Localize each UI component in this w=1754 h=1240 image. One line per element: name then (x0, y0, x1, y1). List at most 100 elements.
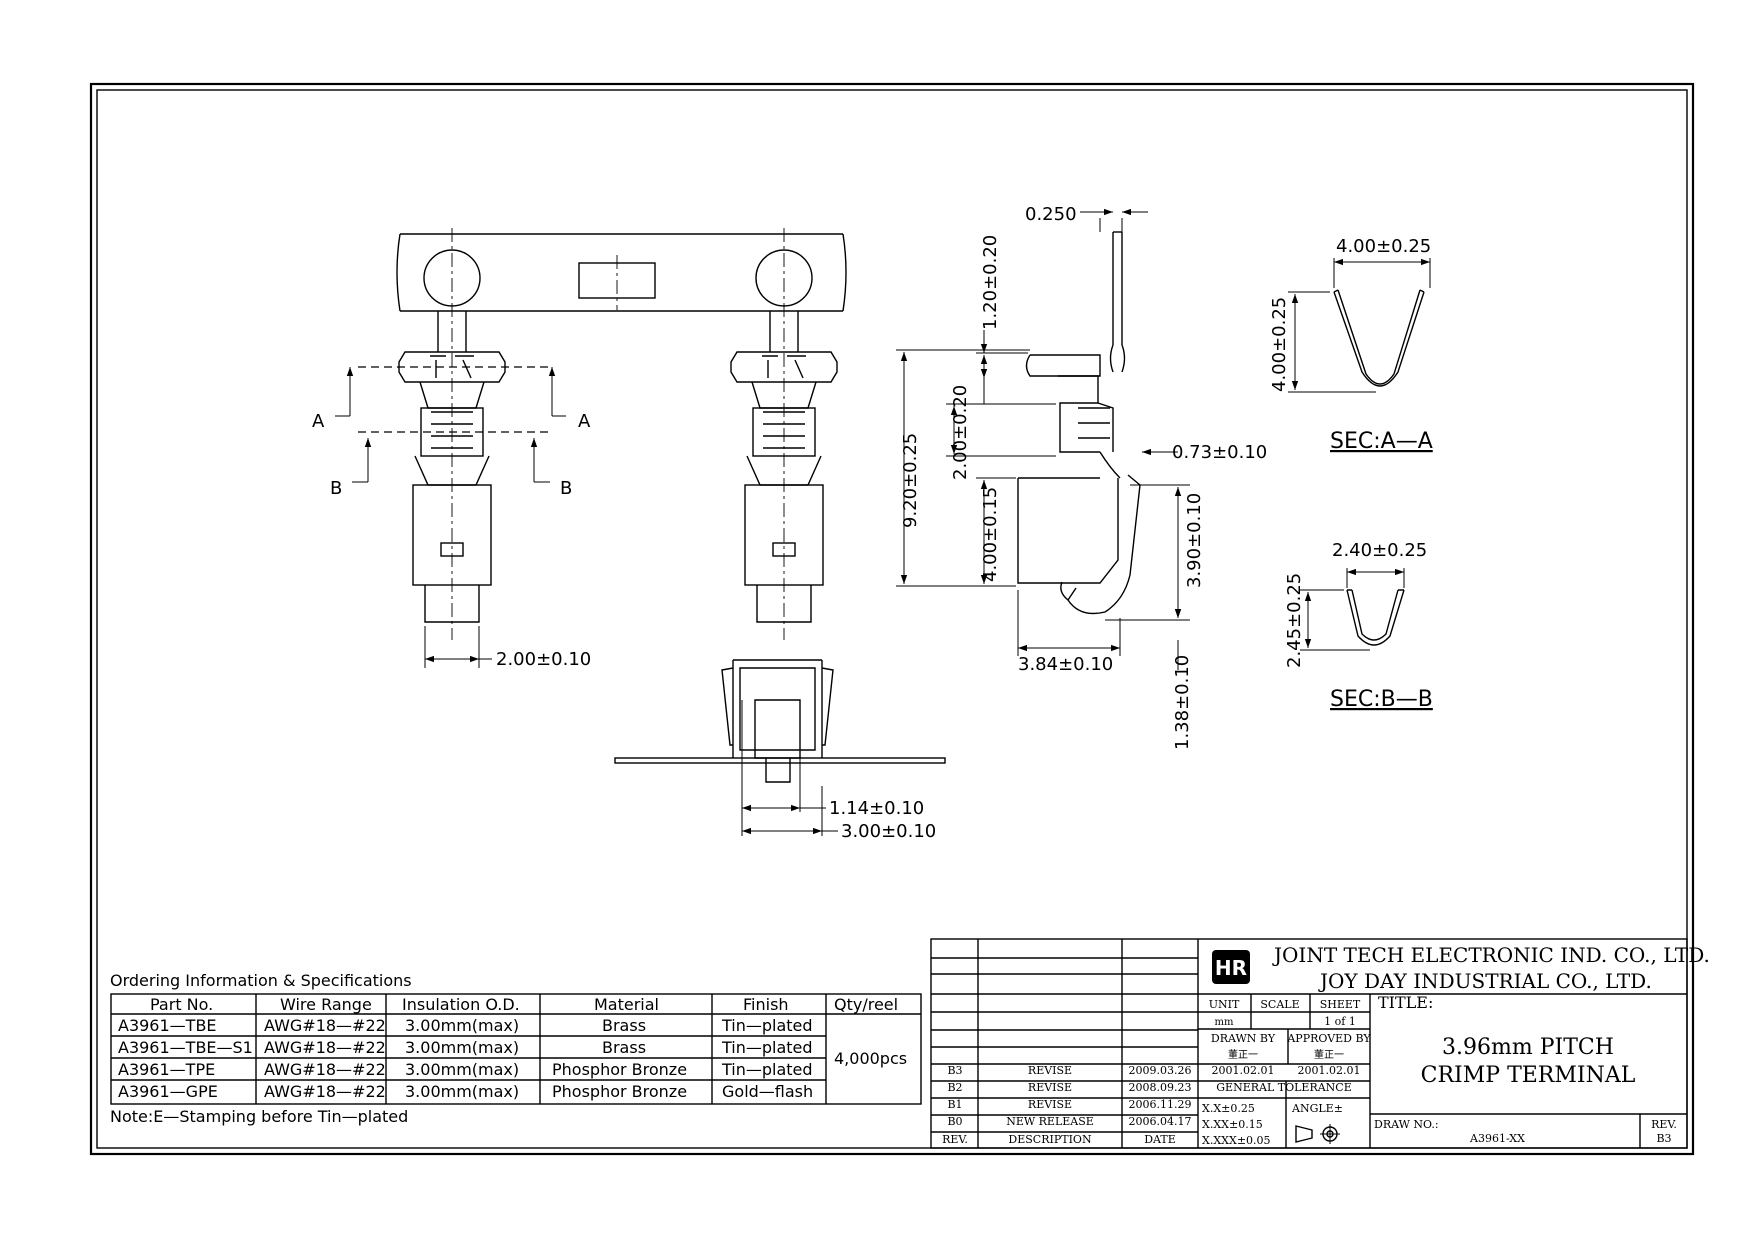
title-line-2: CRIMP TERMINAL (1421, 1063, 1636, 1088)
dim-side-width: 3.84±0.10 (1018, 654, 1113, 675)
dim-front-width: 2.00±0.10 (496, 649, 591, 670)
row-2-ins: 3.00mm(max) (405, 1038, 519, 1057)
unit-value: mm (1215, 1017, 1234, 1028)
desc-header: DESCRIPTION (1008, 1133, 1092, 1146)
row-2-part: A3961—TBE—S1 (118, 1038, 253, 1057)
section-b-view: 2.40±0.25 2.45±0.25 SEC:B—B (1284, 540, 1433, 712)
row-2-fin: Tin—plated (721, 1038, 813, 1057)
col-material: Material (594, 995, 659, 1014)
qty-value: 4,000pcs (834, 1049, 907, 1068)
row-4-mat: Phosphor Bronze (552, 1082, 687, 1101)
front-view: A A B B 2.00±0.10 (312, 228, 847, 670)
rev-b2-date: 2008.09.23 (1129, 1081, 1192, 1094)
dim-bottom-outer: 3.00±0.10 (841, 821, 936, 842)
row-4-wire: AWG#18—#22 (264, 1082, 386, 1101)
dim-mid-height: 2.00±0.20 (950, 385, 971, 480)
dim-top-height: 1.20±0.20 (980, 235, 1001, 330)
sec-a-width: 4.00±0.25 (1336, 236, 1431, 257)
draw-no-label: DRAW NO.: (1374, 1118, 1439, 1131)
angle-label: ANGLE± (1291, 1102, 1343, 1115)
tolerance-3: X.XXX±0.05 (1202, 1134, 1271, 1147)
row-1-wire: AWG#18—#22 (264, 1016, 386, 1035)
general-tolerance-label: GENERAL TOLERANCE (1216, 1081, 1352, 1094)
dim-tab-thickness: 0.250 (1025, 204, 1077, 225)
row-2-mat: Brass (602, 1038, 646, 1057)
rev-b2: B2 (947, 1081, 962, 1094)
row-3-ins: 3.00mm(max) (405, 1060, 519, 1079)
tolerance-2: X.XX±0.15 (1202, 1118, 1263, 1131)
col-insulation: Insulation O.D. (402, 995, 520, 1014)
draw-no-value: A3961-XX (1469, 1132, 1525, 1145)
company-name-1: JOINT TECH ELECTRONIC IND. CO., LTD. (1272, 943, 1710, 967)
dim-bottom-inner: 1.14±0.10 (829, 798, 924, 819)
section-b-label-left: B (330, 478, 342, 499)
rev-b0-date: 2006.04.17 (1129, 1115, 1192, 1128)
title-line-1: 3.96mm PITCH (1442, 1035, 1614, 1060)
dim-gap: 0.73±0.10 (1172, 442, 1267, 463)
drawn-by-label: DRAWN BY (1211, 1032, 1276, 1045)
title-label: TITLE: (1378, 993, 1433, 1012)
rev-b3-date: 2009.03.26 (1129, 1064, 1192, 1077)
rev-b1: B1 (947, 1098, 962, 1111)
sheet-value: 1 of 1 (1324, 1015, 1356, 1028)
row-1-ins: 3.00mm(max) (405, 1016, 519, 1035)
col-qty: Qty/reel (834, 995, 898, 1014)
rev-label: REV. (1651, 1118, 1677, 1131)
rev-b3-desc: REVISE (1028, 1064, 1072, 1077)
tolerance-1: X.X±0.25 (1202, 1102, 1255, 1115)
row-4-fin: Gold—flash (722, 1082, 813, 1101)
row-4-ins: 3.00mm(max) (405, 1082, 519, 1101)
approved-by-value: 董正一 (1314, 1048, 1344, 1061)
sec-a-height: 4.00±0.25 (1269, 297, 1290, 392)
col-wire-range: Wire Range (280, 995, 372, 1014)
dim-right-height: 3.90±0.10 (1184, 493, 1205, 588)
rev-value: B3 (1656, 1132, 1671, 1145)
bottom-view: 1.14±0.10 3.00±0.10 (614, 659, 946, 842)
rev-b1-date: 2006.11.29 (1129, 1098, 1192, 1111)
approved-date: 2001.02.01 (1298, 1064, 1361, 1077)
svg-text:HR: HR (1215, 956, 1247, 980)
row-3-wire: AWG#18—#22 (264, 1060, 386, 1079)
dim-total-height: 9.20±0.25 (900, 433, 921, 528)
title-block: B3 REVISE 2009.03.26 B2 REVISE 2008.09.2… (930, 938, 1710, 1149)
outer-border (89, 82, 1695, 1156)
ordering-table: Ordering Information & Specifications Pa… (110, 971, 922, 1126)
col-finish: Finish (743, 995, 789, 1014)
terminal-front-2 (730, 311, 838, 623)
section-a-view: 4.00±0.25 4.00±0.25 SEC:A—A (1269, 236, 1433, 454)
rev-b3: B3 (947, 1064, 962, 1077)
rev-b0-desc: NEW RELEASE (1006, 1115, 1094, 1128)
rev-header: REV. (942, 1133, 968, 1146)
row-4-part: A3961—GPE (118, 1082, 218, 1101)
section-a-label-left: A (312, 411, 325, 432)
drawn-by-value: 董正一 (1228, 1048, 1258, 1061)
row-3-mat: Phosphor Bronze (552, 1060, 687, 1079)
company-logo-icon: HR (1212, 950, 1250, 984)
row-3-fin: Tin—plated (721, 1060, 813, 1079)
row-1-part: A3961—TBE (118, 1016, 217, 1035)
col-part-no: Part No. (150, 995, 213, 1014)
row-1-mat: Brass (602, 1016, 646, 1035)
sec-a-label: SEC:A—A (1330, 429, 1433, 454)
projection-symbol-icon (1295, 1124, 1340, 1144)
side-view: 0.250 1.20±0.20 9.20±0.25 2.00±0.20 4.00… (896, 204, 1267, 750)
section-a-label-right: A (578, 411, 591, 432)
section-b-label-right: B (560, 478, 572, 499)
dim-foot-height: 1.38±0.10 (1172, 655, 1193, 750)
company-name-2: JOY DAY INDUSTRIAL CO., LTD. (1318, 969, 1652, 993)
row-3-part: A3961—TPE (118, 1060, 215, 1079)
row-1-fin: Tin—plated (721, 1016, 813, 1035)
dim-lower-height: 4.00±0.15 (980, 487, 1001, 582)
ordering-title: Ordering Information & Specifications (110, 971, 412, 990)
sec-b-height: 2.45±0.25 (1284, 573, 1305, 668)
rev-b1-desc: REVISE (1028, 1098, 1072, 1111)
date-header: DATE (1144, 1133, 1176, 1146)
rev-b2-desc: REVISE (1028, 1081, 1072, 1094)
sheet-label: SHEET (1320, 998, 1361, 1011)
inner-border (96, 89, 1688, 1149)
drawn-date: 2001.02.01 (1212, 1064, 1275, 1077)
ordering-note: Note:E—Stamping before Tin—plated (110, 1107, 408, 1126)
scale-label: SCALE (1260, 998, 1299, 1011)
rev-b0: B0 (947, 1115, 962, 1128)
